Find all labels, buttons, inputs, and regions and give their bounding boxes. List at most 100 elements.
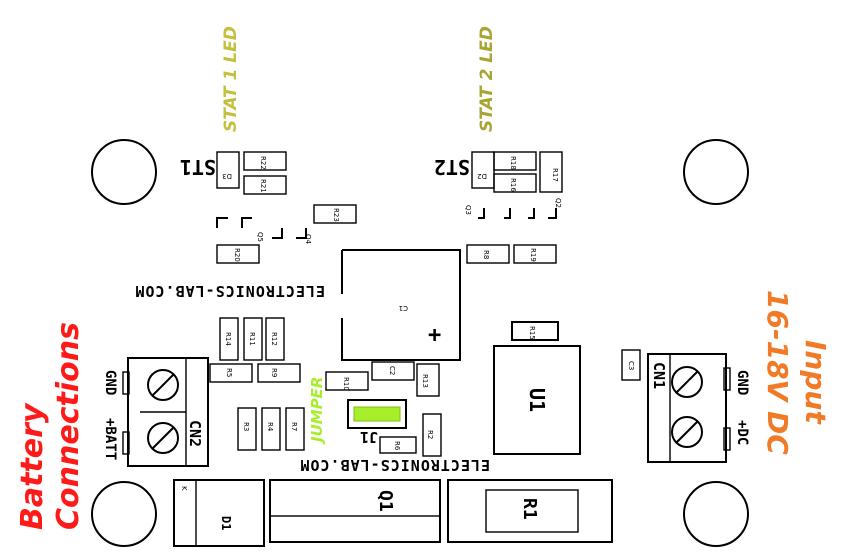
q2-outline-a — [528, 208, 535, 219]
r14-outline — [219, 317, 239, 361]
c2-outline — [371, 361, 415, 381]
q1-outline — [269, 479, 441, 543]
r23-label: R23 — [332, 208, 340, 222]
st1-label: ST1 — [180, 155, 216, 179]
r7-label: R7 — [290, 422, 298, 431]
j1-outline — [347, 399, 407, 429]
r7-outline — [285, 407, 305, 451]
r8-outline — [466, 244, 510, 264]
q2-label: Q2 — [554, 198, 562, 208]
r1-outline — [447, 479, 613, 543]
r17-outline — [539, 151, 563, 193]
r16-outline — [493, 173, 537, 193]
r16-label: R16 — [509, 178, 517, 192]
cn2-screw-top-slot — [152, 374, 174, 396]
d2-label: D2 — [477, 172, 487, 180]
st2-label: ST2 — [434, 155, 470, 179]
r22-label: R22 — [259, 156, 267, 170]
d2-outline — [471, 151, 495, 189]
r17-label: R17 — [551, 168, 559, 182]
r21-label: R21 — [259, 179, 267, 193]
r20-label: R20 — [233, 248, 241, 262]
c1-outline — [341, 249, 461, 361]
r12-label: R12 — [270, 332, 278, 346]
r3-outline — [237, 407, 257, 451]
cn2-outline — [127, 357, 209, 467]
r4-outline — [261, 407, 281, 451]
c2-label: C2 — [388, 366, 396, 375]
u1-label: U1 — [525, 388, 549, 412]
q3-outline-a — [478, 208, 485, 219]
jumper-label: JUMPER — [308, 377, 326, 445]
r2-outline — [422, 413, 442, 457]
cn1-screw-top[interactable] — [671, 366, 703, 398]
r13-label: R13 — [421, 374, 429, 388]
r4-label: R4 — [266, 422, 274, 432]
r14-label: R14 — [224, 332, 232, 346]
d1-outline — [173, 479, 265, 547]
r6-label: R6 — [393, 441, 401, 451]
mounting-hole-bottom-left — [91, 481, 157, 547]
q1-label: Q1 — [375, 490, 396, 512]
r5-label: R5 — [225, 368, 233, 377]
d1-k-label: K — [180, 486, 188, 491]
r18-label: R18 — [509, 156, 517, 170]
cn2-tab-bottom — [122, 431, 130, 455]
r15-outline — [511, 321, 559, 341]
q4-outline-b — [296, 228, 307, 239]
cn2-screw-bottom-slot — [152, 427, 174, 449]
r6-outline — [379, 436, 417, 454]
r15-label: R15 — [528, 326, 536, 340]
u1-outline — [493, 345, 581, 455]
cn1-screw-bottom[interactable] — [671, 416, 703, 448]
c3-outline — [621, 349, 641, 381]
r5-outline — [209, 363, 253, 383]
q5-label: Q5 — [256, 232, 264, 242]
r23-outline — [313, 204, 357, 224]
gnd-right-label: GND — [734, 370, 750, 395]
j1-label: J1 — [360, 428, 378, 446]
cn1-screw-bottom-slot — [676, 421, 698, 443]
cn1-outline — [647, 353, 727, 463]
battery-line2: Connections — [51, 322, 86, 530]
cn2-tab-top — [122, 371, 130, 395]
c1-label: C1 — [399, 304, 408, 312]
r1-body — [485, 489, 579, 533]
cn1-tab-bottom — [723, 427, 731, 451]
cn2-label: CN2 — [186, 420, 204, 447]
q4-outline-a — [272, 228, 283, 239]
cn1-screw-top-slot — [676, 371, 698, 393]
r19-outline — [513, 244, 557, 264]
dc-input-line2: Input — [799, 340, 832, 425]
q5-outline-a — [216, 217, 228, 228]
mounting-hole-top-left — [91, 139, 157, 205]
r21-outline — [243, 175, 287, 195]
r8-label: R8 — [482, 250, 490, 259]
dc-plus-label: +DC — [734, 420, 750, 445]
cn2-screw-bottom[interactable] — [147, 422, 179, 454]
brand-top-label: ELECTRONICS-LAB.COM — [134, 282, 325, 300]
cn2-screw-top[interactable] — [147, 369, 179, 401]
r12-outline — [265, 317, 285, 361]
battery-line1: Battery — [15, 402, 50, 530]
dc-input-line1: 16-18V DC — [761, 290, 794, 455]
q3-label: Q3 — [464, 205, 472, 215]
r18-outline — [493, 151, 537, 171]
gnd-left-label: GND — [102, 370, 118, 395]
r10-label: R10 — [342, 377, 350, 391]
mounting-hole-top-right — [683, 139, 749, 205]
cn1-tab-top — [723, 367, 731, 391]
r9-label: R9 — [270, 368, 278, 377]
cn1-label: CN1 — [650, 362, 668, 389]
q1-tab — [269, 515, 441, 543]
r13-outline — [416, 363, 440, 397]
q3-outline-b — [504, 208, 511, 219]
r9-outline — [257, 363, 301, 383]
c3-label: C3 — [627, 361, 635, 370]
r22-outline — [243, 151, 287, 171]
r19-label: R19 — [529, 248, 537, 262]
d1-label: D1 — [219, 516, 233, 530]
brand-bottom-label: ELECTRONICS-LAB.COM — [299, 456, 490, 474]
j1-jumper-cap[interactable] — [353, 406, 401, 422]
